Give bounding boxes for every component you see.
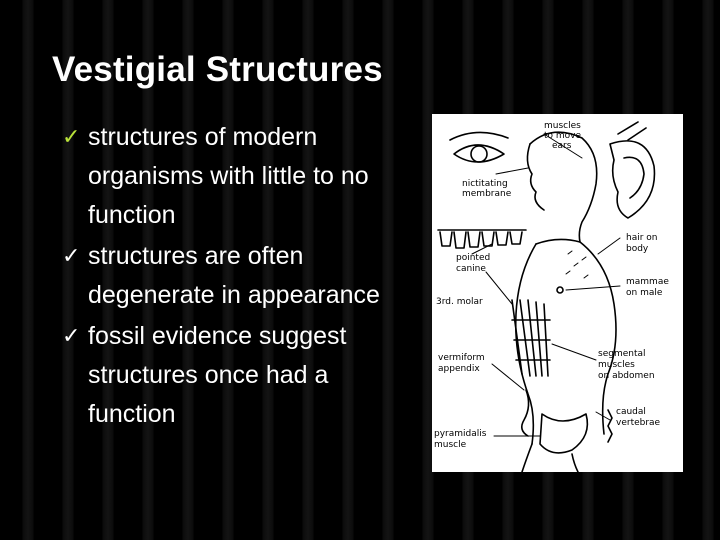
- bullet-text: fossil evidence suggest structures once …: [88, 322, 347, 428]
- label-muscles-ears: muscles: [544, 121, 581, 131]
- label-molar: 3rd. molar: [436, 297, 483, 307]
- label-muscles-ears: ears: [552, 141, 572, 151]
- label-nictitating: nictitating: [462, 179, 508, 189]
- shoulder-line: [535, 238, 581, 245]
- face-profile: [526, 143, 545, 211]
- label-nictitating: membrane: [462, 189, 512, 199]
- abdominal-muscles: [511, 299, 549, 377]
- bullet-list: ✓ structures of modern organisms with li…: [62, 118, 422, 436]
- male-mammae: [556, 286, 564, 294]
- check-icon: ✓: [62, 244, 81, 269]
- check-icon: ✓: [62, 324, 81, 349]
- label-mammae: mammae: [626, 277, 669, 287]
- label-caudal: vertebrae: [616, 418, 661, 428]
- label-pyramidalis: muscle: [434, 440, 467, 450]
- ear-inner: [623, 156, 645, 199]
- ear-muscle: [617, 121, 647, 141]
- label-pyramidalis: pyramidalis: [434, 429, 487, 439]
- body-hair: [565, 250, 589, 279]
- pelvis: [539, 413, 589, 454]
- label-hair: body: [626, 244, 649, 254]
- caudal-vertebrae: [607, 409, 613, 443]
- label-hair: hair on: [626, 233, 658, 243]
- eye-iris: [470, 145, 488, 163]
- abdominal-segments: [511, 319, 551, 361]
- slide-title: Vestigial Structures: [52, 50, 383, 89]
- leader-lines: [471, 133, 621, 437]
- label-mammae: on male: [626, 288, 663, 298]
- appendix: [520, 389, 530, 437]
- ear-outline: [609, 140, 656, 219]
- label-canine: pointed: [456, 253, 490, 263]
- label-segmental: segmental: [598, 349, 646, 359]
- bullet-text: structures of modern organisms with litt…: [88, 123, 369, 229]
- head-outline: [529, 131, 598, 243]
- vestigial-structures-illustration: muscles to move ears nictitating membran…: [432, 114, 683, 472]
- bullet-item: ✓ structures of modern organisms with li…: [62, 118, 422, 235]
- label-muscles-ears: to move: [544, 131, 581, 141]
- label-appendix: vermiform: [438, 353, 485, 363]
- label-segmental: muscles: [598, 360, 635, 370]
- torso-left: [514, 243, 537, 445]
- torso-right: [579, 241, 617, 435]
- label-segmental: on abdomen: [598, 371, 655, 381]
- label-canine: canine: [456, 264, 486, 274]
- bullet-item: ✓ fossil evidence suggest structures onc…: [62, 317, 422, 434]
- leg-outline: [521, 443, 579, 472]
- label-appendix: appendix: [438, 364, 480, 374]
- teeth-row: [439, 231, 523, 249]
- bullet-item: ✓ structures are often degenerate in app…: [62, 237, 422, 315]
- bullet-text: structures are often degenerate in appea…: [88, 242, 380, 309]
- eye-outline: [453, 144, 505, 163]
- label-caudal: caudal: [616, 407, 646, 417]
- anatomy-drawing: muscles to move ears nictitating membran…: [434, 121, 669, 472]
- eyebrow: [449, 131, 509, 141]
- check-icon: ✓: [62, 125, 81, 150]
